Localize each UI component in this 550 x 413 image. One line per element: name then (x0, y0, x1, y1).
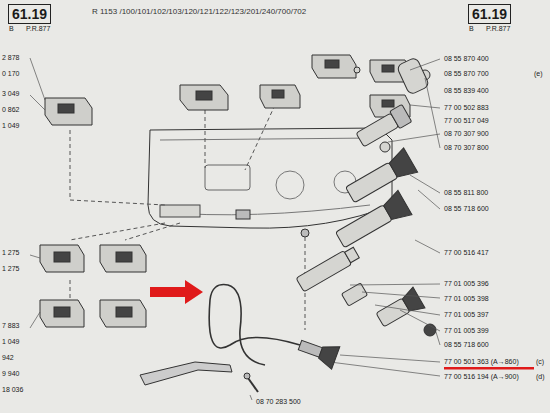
part-number: 0 862 (2, 106, 20, 114)
part-number: 08 70 307 800 (444, 144, 489, 152)
page-number-box: 61.19 (8, 4, 51, 24)
part-number: 1 049 (2, 122, 20, 130)
part-number: (c) (536, 358, 544, 366)
part-number: 08 70 283 500 (256, 398, 301, 406)
part-number: 2 878 (2, 54, 20, 62)
part-number: 77 00 502 883 (444, 104, 489, 112)
part-number: (d) (536, 373, 545, 381)
part-number: 08 55 870 400 (444, 55, 489, 63)
page-code: B (469, 25, 474, 33)
part-number: 77 01 005 397 (444, 311, 489, 319)
part-number: 3 049 (2, 90, 20, 98)
part-number: 77 01 005 396 (444, 280, 489, 288)
part-number: 18 036 (2, 386, 23, 394)
model-range-title: R 1153 /100/101/102/103/120/121/122/123/… (92, 7, 306, 16)
page-code: P.R.877 (26, 25, 50, 33)
part-number: 08 55 811 800 (444, 189, 488, 197)
part-number: 77 00 516 417 (444, 249, 489, 257)
part-number: 77 01 005 398 (444, 295, 489, 303)
part-number: 08 55 839 400 (444, 87, 489, 95)
page-code: P.R.877 (486, 25, 510, 33)
page-number: 61.19 (472, 6, 507, 22)
part-number: 08 55 870 700 (444, 70, 489, 78)
part-number: 08 55 718 600 (444, 341, 489, 349)
page-code: B (9, 25, 14, 33)
page-number: 61.19 (12, 6, 47, 22)
part-number: 0 170 (2, 70, 20, 78)
page-number-box: 61.19 (468, 4, 511, 24)
part-number: 9 940 (2, 370, 20, 378)
part-number: (e) (534, 70, 543, 78)
part-number: 1 049 (2, 338, 20, 346)
part-number: 7 883 (2, 322, 20, 330)
part-number: 77 00 517 049 (444, 117, 489, 125)
part-number: 942 (2, 354, 14, 362)
part-number: 77 00 501 363 (A→860) (444, 358, 519, 366)
part-number: 1 275 (2, 265, 20, 273)
part-number: 77 00 516 194 (A→900) (444, 373, 519, 381)
part-number: 77 01 005 399 (444, 327, 489, 335)
part-number: 08 70 307 900 (444, 130, 489, 138)
part-number: 1 275 (2, 249, 20, 257)
part-number: 08 55 718 600 (444, 205, 489, 213)
